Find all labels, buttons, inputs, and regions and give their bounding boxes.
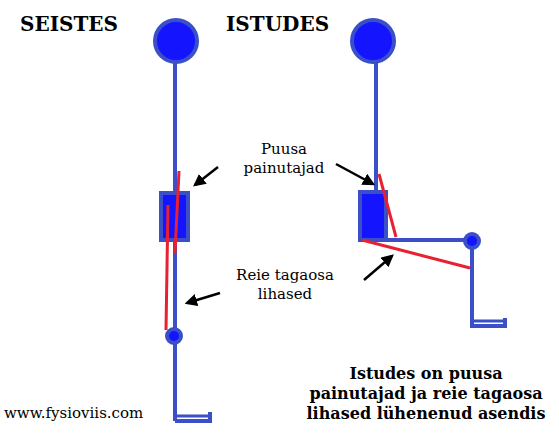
muscle-label: Puusa painutajad: [228, 140, 340, 178]
watermark: www.fysioviis.com: [4, 404, 194, 423]
pointer-arrow: [187, 164, 392, 303]
panel-heading: ISTUDES: [226, 12, 366, 37]
caption: Istudes on puusa painutajad ja reie taga…: [300, 364, 552, 424]
standing-figure: [155, 20, 212, 423]
sitting-figure: [352, 20, 507, 328]
muscle-label: Reie tagaosa lihased: [226, 266, 344, 304]
panel-heading: SEISTES: [20, 12, 160, 37]
